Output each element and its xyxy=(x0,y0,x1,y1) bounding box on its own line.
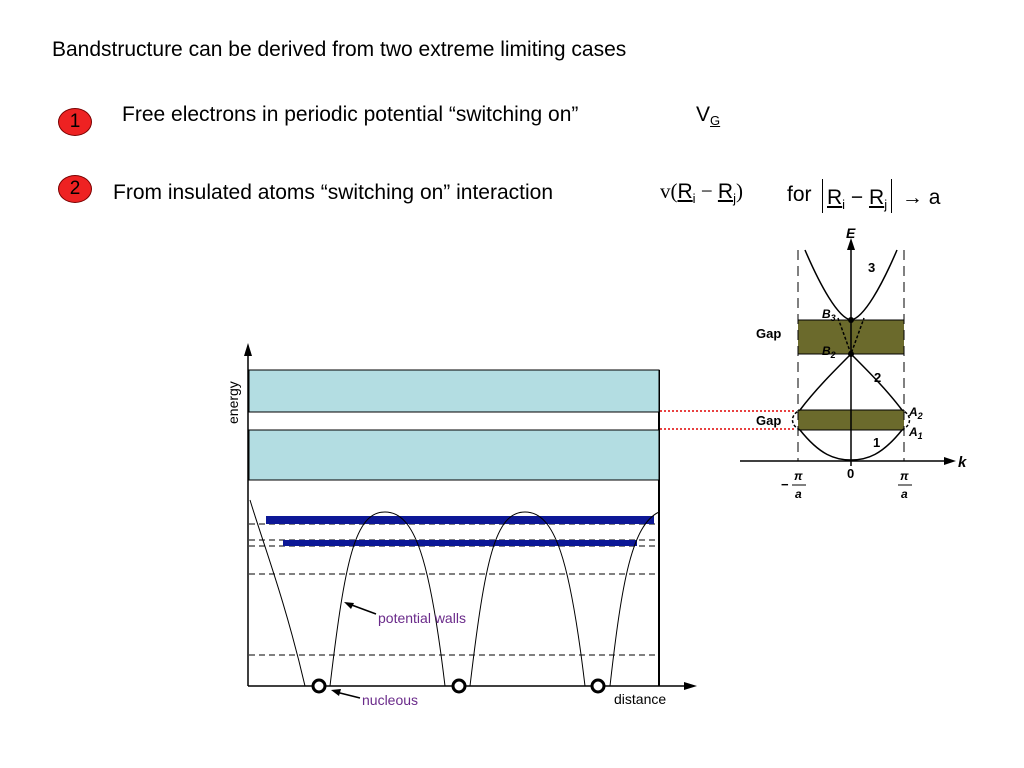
bound-level-lower xyxy=(283,540,637,546)
nucleous-pointer xyxy=(335,691,361,699)
a1-letter: A xyxy=(908,425,918,439)
k-axis-arrow xyxy=(944,457,956,465)
potential-walls-pointer xyxy=(348,603,377,615)
b2-sub: 2 xyxy=(830,350,836,360)
potential-wall-2 xyxy=(469,511,586,687)
potential-wall-0 xyxy=(249,499,306,687)
nucleus-2 xyxy=(451,678,467,694)
upper-gap-label: Gap xyxy=(756,326,781,341)
distance-axis-label: distance xyxy=(614,691,666,707)
g-subscript: G xyxy=(710,113,721,128)
a2-sub: 2 xyxy=(917,411,923,421)
branch-2-label: 2 xyxy=(874,370,881,385)
b2-point xyxy=(848,351,854,357)
sub-j-2: j xyxy=(884,197,888,213)
arrow-symbol: → xyxy=(901,186,923,209)
branch-1-label: 1 xyxy=(873,435,880,450)
nucleus-3 xyxy=(590,678,606,694)
free-electron-dash-center xyxy=(837,317,865,357)
nucleous-label: nucleous xyxy=(362,692,418,708)
potential-walls-arrowhead xyxy=(344,602,354,609)
potential-walls xyxy=(249,499,660,687)
pi-right: π xyxy=(900,469,909,483)
bound-level-upper xyxy=(266,516,654,524)
r-j-2: R xyxy=(869,186,885,209)
energy-axis-arrow xyxy=(244,343,252,356)
minus-sign: − xyxy=(700,179,713,203)
branch-3-label: 3 xyxy=(868,260,875,275)
b3-sub: 3 xyxy=(831,313,836,323)
v-symbol: V xyxy=(696,103,711,126)
lattice-a: a xyxy=(928,186,941,209)
origin-label: 0 xyxy=(847,466,854,481)
minus-sign-2: − xyxy=(850,186,864,209)
case-1-text: Free electrons in periodic potential “sw… xyxy=(122,103,579,126)
b3-point xyxy=(848,317,854,323)
slide-heading: Bandstructure can be derived from two ex… xyxy=(52,38,627,61)
sub-j: j xyxy=(733,191,736,207)
case-2-badge: 2 xyxy=(58,175,92,203)
abs-bar-right xyxy=(891,179,893,213)
r-i-2: R xyxy=(827,186,843,209)
potential-wall-3 xyxy=(609,511,660,687)
case-2-text: From insulated atoms “switching on” inte… xyxy=(113,181,554,204)
distance-condition: Ri − Rj → a xyxy=(818,179,940,213)
abs-bar-left xyxy=(822,179,823,213)
v-open: v( xyxy=(660,179,678,203)
upper-energy-band xyxy=(248,369,660,413)
a2-letter: A xyxy=(908,405,918,419)
sub-i-2: i xyxy=(842,197,846,213)
free-electron-dash-right xyxy=(901,409,911,431)
a-right: a xyxy=(901,487,908,501)
a1-label: A1 xyxy=(908,425,923,441)
branch-1-curve xyxy=(799,429,903,461)
b2-letter: B xyxy=(822,344,831,358)
free-electron-dash-left xyxy=(791,409,801,431)
a1-sub: 1 xyxy=(918,431,923,441)
b3-label: B3 xyxy=(822,307,836,323)
case-1-symbol: VG xyxy=(696,103,720,128)
potential-walls-label: potential walls xyxy=(378,610,466,626)
lower-gap-label: Gap xyxy=(756,413,781,428)
close-paren: ) xyxy=(735,179,743,203)
b3-letter: B xyxy=(822,307,831,321)
energy-axis-label: energy xyxy=(225,381,241,424)
sub-i: i xyxy=(692,191,696,207)
pi-left: π xyxy=(794,469,803,483)
e-axis-label: E xyxy=(846,225,856,241)
for-label: for xyxy=(787,183,812,206)
case-1-badge: 1 xyxy=(58,108,92,136)
b2-label: B2 xyxy=(822,344,836,360)
energy-axis-right-arrow xyxy=(847,238,855,250)
nucleus-1 xyxy=(311,678,327,694)
a2-label: A2 xyxy=(908,405,923,421)
minus-sign-left: − xyxy=(781,477,789,492)
k-axis-label: k xyxy=(958,454,967,471)
interaction-formula: v(Ri − Rj) xyxy=(660,179,743,206)
nuclei xyxy=(311,678,606,694)
distance-axis-arrow xyxy=(684,682,697,690)
r-i: R xyxy=(677,180,693,203)
lower-energy-band xyxy=(248,429,660,481)
r-j: R xyxy=(717,180,734,203)
nucleous-arrowhead xyxy=(331,689,341,696)
potential-wall-1 xyxy=(329,511,446,687)
a-left: a xyxy=(795,487,802,501)
